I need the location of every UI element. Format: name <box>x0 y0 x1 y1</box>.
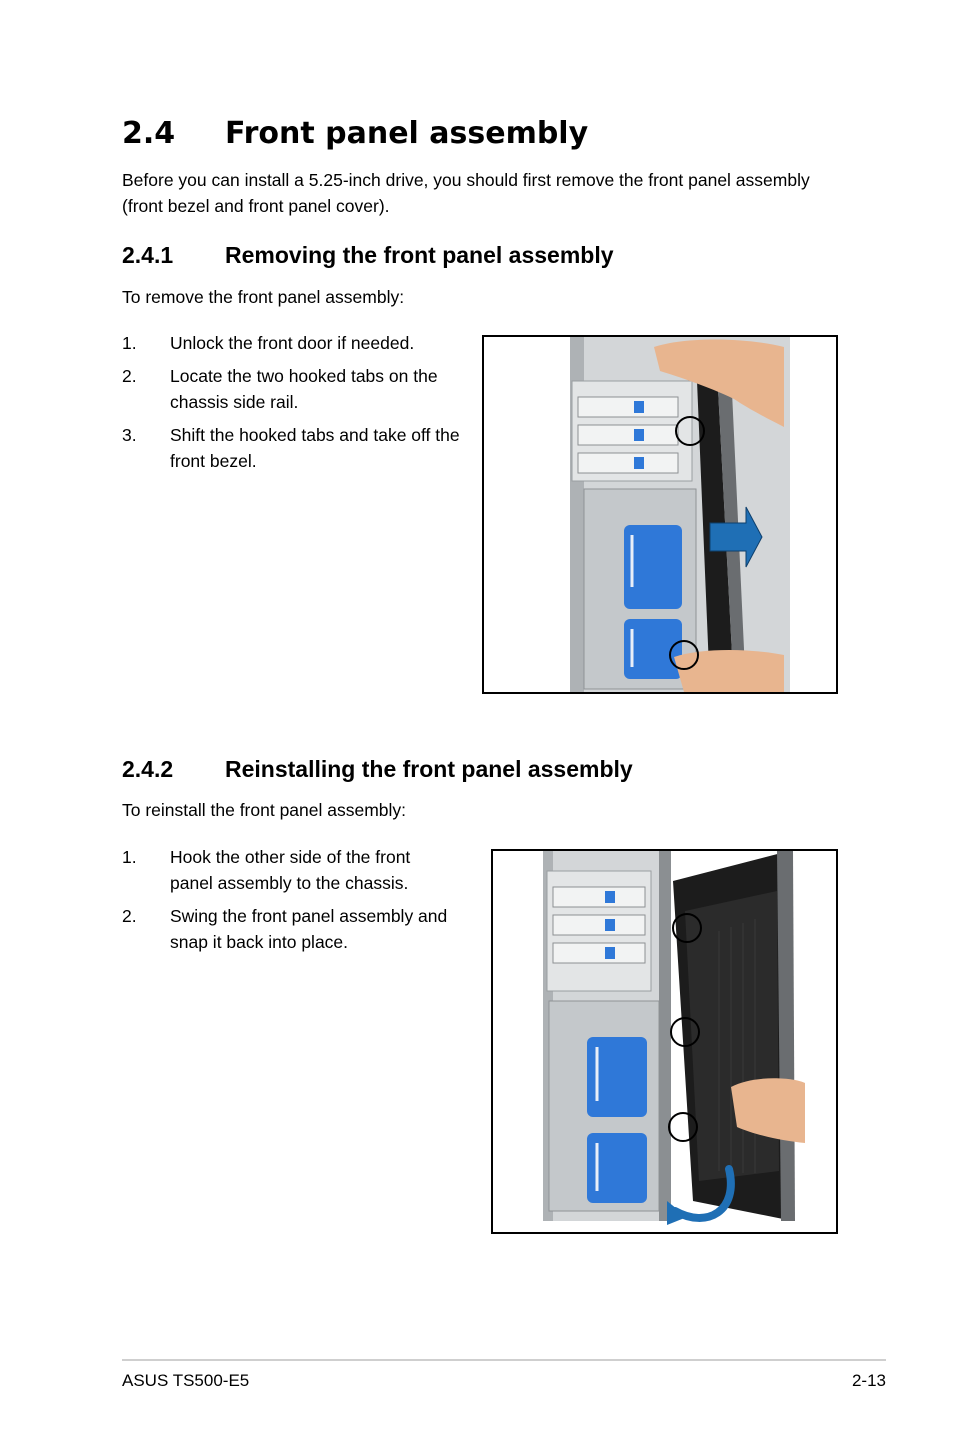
subsection-heading-removing: 2.4.1 Removing the front panel assembly <box>122 240 614 270</box>
step-text: Shift the hooked tabs and take off the f… <box>170 425 460 471</box>
step-text: Swing the front panel assembly and snap … <box>170 906 448 952</box>
step-number: 2. <box>122 906 137 926</box>
footer-product: ASUS TS500-E5 <box>122 1371 250 1390</box>
step-text: Unlock the front door if needed. <box>170 333 415 353</box>
step-number: 3. <box>122 425 137 445</box>
subsection-title: Reinstalling the front panel assembly <box>225 756 633 782</box>
section-title: Front panel assembly <box>225 116 589 151</box>
section-number: 2.4 <box>122 116 176 151</box>
step-number: 1. <box>122 333 137 353</box>
list-item: 3. Shift the hooked tabs and take off the… <box>122 422 474 474</box>
list-item: 2. Locate the two hooked tabs on the chas… <box>122 363 474 415</box>
step-number: 2. <box>122 366 137 386</box>
list-item: 1. Hook the other side of the front panel… <box>122 844 452 896</box>
subsection-title: Removing the front panel assembly <box>225 242 614 268</box>
subsection-heading-reinstalling: 2.4.2 Reinstalling the front panel assemb… <box>122 754 633 784</box>
list-item: 2. Swing the front panel assembly and sna… <box>122 903 452 955</box>
footer-divider <box>122 1359 886 1361</box>
subsection-number: 2.4.1 <box>122 242 174 268</box>
section-intro: Before you can install a 5.25-inch drive… <box>122 170 810 216</box>
footer-page-number: 2-13 <box>851 1371 886 1390</box>
step-number: 1. <box>122 847 137 867</box>
section-heading: 2.4 Front panel assembly <box>122 112 588 156</box>
removal-steps: 1. Unlock the front door if needed. 2. Loc… <box>122 330 474 481</box>
list-item: 1. Unlock the front door if needed. <box>122 330 474 356</box>
removal-photo <box>482 335 838 694</box>
reinstall-photo <box>491 849 838 1234</box>
step-text: Hook the other side of the front panel a… <box>170 847 411 893</box>
reinstall-steps: 1. Hook the other side of the front panel… <box>122 844 452 962</box>
subsection-number: 2.4.2 <box>122 756 174 782</box>
step-text: Locate the two hooked tabs on the chassi… <box>170 366 438 412</box>
removal-lead: To remove the front panel assembly: <box>122 287 405 307</box>
removal-illustration <box>570 337 790 692</box>
reinstall-lead: To reinstall the front panel assembly: <box>122 800 407 820</box>
reinstall-illustration <box>543 851 805 1225</box>
